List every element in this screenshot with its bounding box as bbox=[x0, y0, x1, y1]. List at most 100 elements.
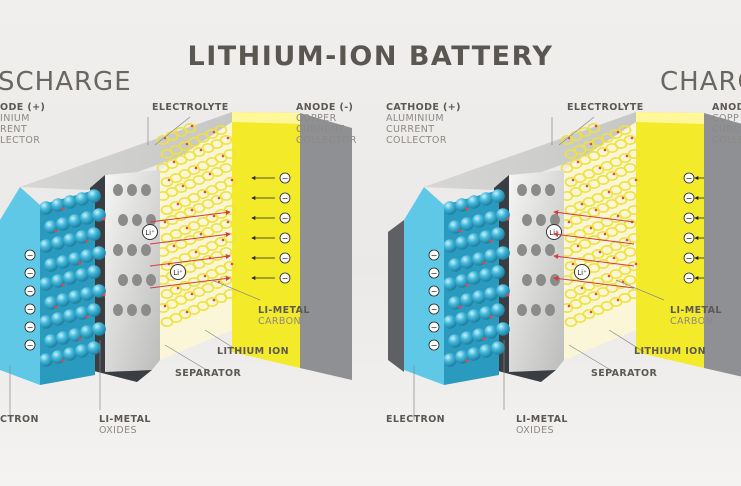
anode-lattice bbox=[560, 122, 641, 360]
lithium-atom bbox=[607, 190, 611, 194]
svg-text:−: − bbox=[431, 305, 438, 314]
cathode-sphere bbox=[491, 303, 505, 317]
lithium-ion-icon: Li⁺ bbox=[142, 224, 158, 240]
cathode-sphere bbox=[455, 236, 469, 250]
electron-icon: − bbox=[428, 339, 440, 351]
cathode-sphere bbox=[87, 341, 101, 355]
lattice-ring bbox=[627, 233, 641, 244]
electrolyte-block bbox=[105, 170, 160, 372]
cathode-sphere bbox=[51, 198, 65, 212]
electrolyte-hole bbox=[517, 184, 527, 196]
cathode-sphere bbox=[484, 249, 498, 263]
lithium-atom bbox=[61, 283, 65, 287]
electrolyte-hole bbox=[132, 274, 142, 286]
lithium-atom bbox=[580, 202, 584, 206]
electrolyte-hole bbox=[550, 214, 560, 226]
lithium-atom bbox=[506, 217, 510, 221]
lithium-atom bbox=[482, 261, 486, 265]
electron-icon: − bbox=[428, 249, 440, 261]
cathode-sphere bbox=[63, 271, 77, 285]
leader-line bbox=[608, 329, 645, 353]
cathode-sphere bbox=[80, 211, 94, 225]
cathode-spheres bbox=[443, 189, 510, 385]
lithium-atom bbox=[612, 172, 616, 176]
cathode-sphere bbox=[448, 334, 462, 348]
lithium-atom bbox=[199, 148, 203, 152]
lithium-atom bbox=[634, 178, 638, 182]
cathode-sphere bbox=[455, 350, 469, 364]
electron-icon: − bbox=[683, 172, 695, 184]
right-lithium-ion-label: LITHIUM ION bbox=[634, 346, 706, 357]
cathode-sphere bbox=[51, 274, 65, 288]
cathode-sphere bbox=[460, 255, 474, 269]
svg-text:−: − bbox=[27, 305, 34, 314]
leader-line bbox=[211, 279, 261, 301]
cathode-sphere bbox=[80, 249, 94, 263]
discharge-heading: SCHARGE bbox=[0, 67, 132, 97]
electrolyte-block bbox=[509, 170, 564, 372]
lithium-atom bbox=[190, 292, 194, 296]
electrolyte-hole bbox=[146, 274, 156, 286]
cathode-sphere bbox=[448, 296, 462, 310]
lithium-atom bbox=[203, 274, 207, 278]
lithium-atom bbox=[185, 226, 189, 230]
lithium-atom bbox=[172, 244, 176, 248]
cathode-collector bbox=[404, 187, 444, 385]
electron-icon: − bbox=[24, 285, 36, 297]
lattice-ring bbox=[223, 288, 237, 299]
cathode-sphere bbox=[92, 322, 106, 336]
cathode-sphere bbox=[491, 341, 505, 355]
left-separator-label: SEPARATOR bbox=[175, 368, 242, 379]
lithium-atom bbox=[489, 315, 493, 319]
electrolyte-hole bbox=[522, 274, 532, 286]
lattice-ring bbox=[623, 191, 637, 202]
cathode-sphere bbox=[448, 258, 462, 272]
lattice-ring bbox=[223, 260, 237, 271]
anode-lattice bbox=[156, 122, 237, 360]
electrolyte-hole bbox=[536, 214, 546, 226]
svg-text:Li⁺: Li⁺ bbox=[173, 269, 183, 277]
left-limetal-carbon-label: LI-METAL CARBON bbox=[258, 305, 310, 327]
svg-text:−: − bbox=[282, 274, 289, 283]
electrolyte-hole bbox=[545, 304, 555, 316]
lithium-atom bbox=[203, 190, 207, 194]
cathode-sphere bbox=[467, 195, 481, 209]
lithium-atom bbox=[167, 178, 171, 182]
svg-text:Li⁺: Li⁺ bbox=[549, 229, 559, 237]
leader-line bbox=[154, 116, 191, 146]
electron-icon: − bbox=[683, 192, 695, 204]
svg-text:−: − bbox=[686, 214, 693, 223]
cathode-sphere bbox=[87, 189, 101, 203]
electrolyte-hole bbox=[517, 304, 527, 316]
lattice-ring bbox=[627, 149, 641, 160]
right-separator-label: SEPARATOR bbox=[591, 368, 658, 379]
lattice-ring bbox=[627, 205, 641, 216]
ion-flow-arrow bbox=[149, 232, 231, 245]
svg-text:−: − bbox=[686, 194, 693, 203]
lithium-atom bbox=[221, 154, 225, 158]
cathode-sphere bbox=[92, 246, 106, 260]
leader-line bbox=[558, 116, 595, 146]
right-electron-label: ELECTRON bbox=[386, 414, 446, 425]
leader-line bbox=[204, 329, 241, 353]
cathode-sphere bbox=[75, 268, 89, 282]
lithium-atom bbox=[603, 148, 607, 152]
svg-text:−: − bbox=[282, 214, 289, 223]
lithium-atom bbox=[458, 229, 462, 233]
cathode-sphere bbox=[455, 198, 469, 212]
lithium-atom bbox=[598, 250, 602, 254]
electron-icon: − bbox=[683, 212, 695, 224]
lithium-ion-icon: Li⁺ bbox=[546, 224, 562, 240]
cathode-sphere bbox=[460, 331, 474, 345]
electron-icon: − bbox=[279, 192, 291, 204]
lithium-atom bbox=[194, 250, 198, 254]
cathode-sphere bbox=[484, 287, 498, 301]
anode-collector-top bbox=[636, 112, 704, 124]
cathode-sphere bbox=[491, 265, 505, 279]
casing-front bbox=[388, 220, 404, 372]
lithium-atom bbox=[482, 337, 486, 341]
ion-flow-arrow bbox=[553, 276, 635, 289]
lithium-atom bbox=[585, 184, 589, 188]
lithium-atom bbox=[212, 298, 216, 302]
